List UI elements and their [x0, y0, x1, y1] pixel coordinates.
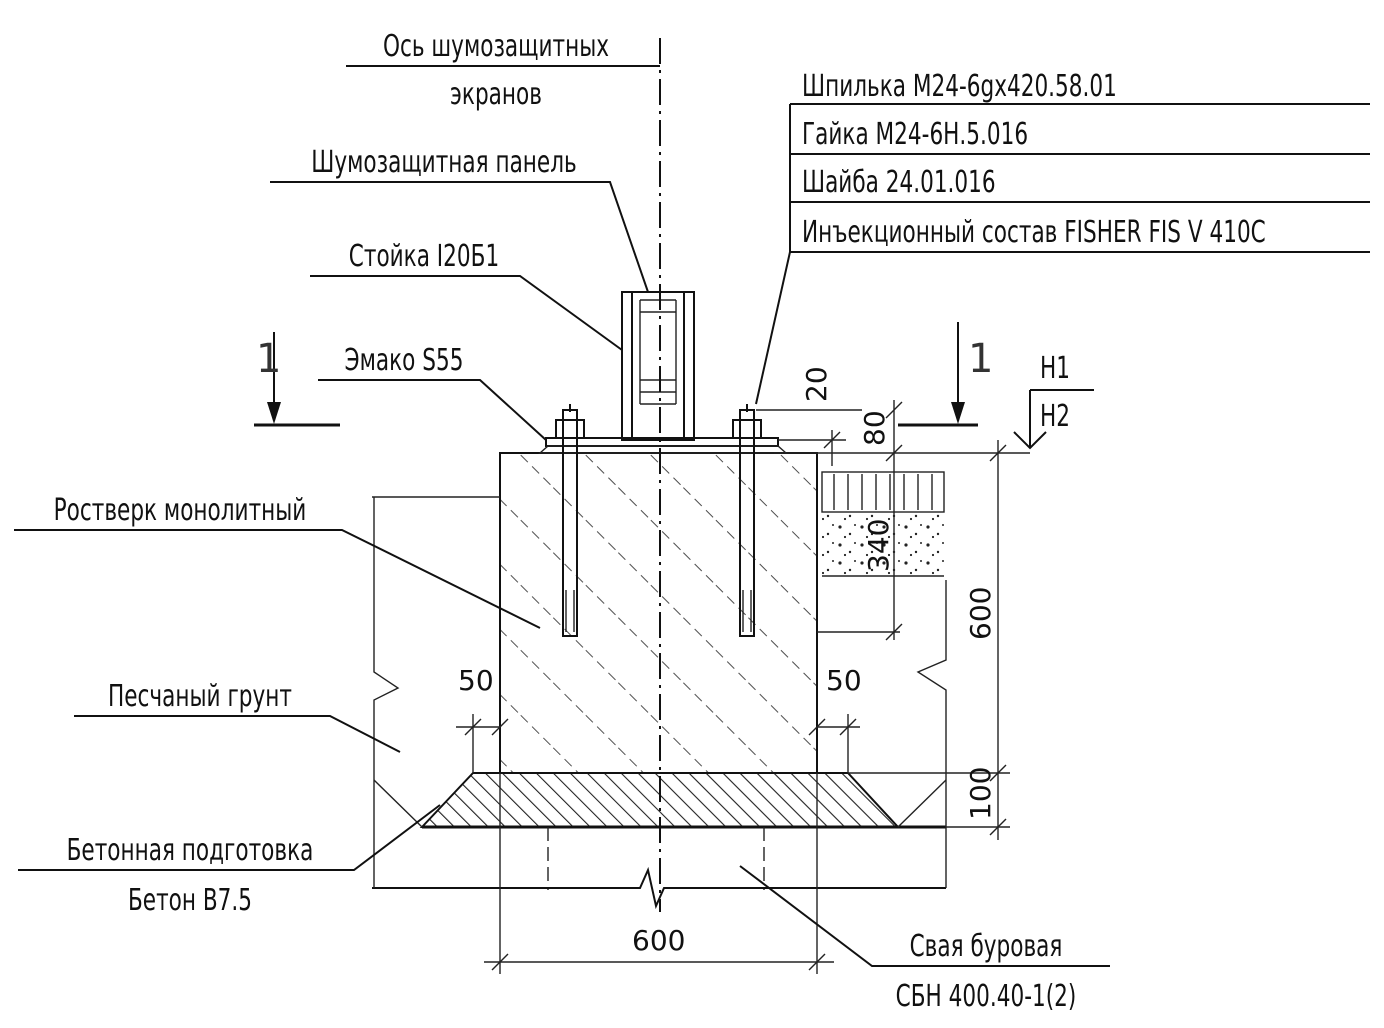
panel-label: Шумозащитная панель [270, 146, 649, 293]
level-mark: Н1 Н2 [774, 352, 1094, 454]
dim-grillage-width: 600 [484, 773, 834, 974]
anchor-stud-left [555, 404, 585, 637]
prep-label-line1: Бетонная подготовка [67, 834, 314, 868]
soil-label: Песчаный грунт [74, 680, 401, 753]
prep-label: Бетонная подготовка Бетон В7.5 [18, 804, 441, 918]
anchor-kit-table: Шпилька М24-6gх420.58.01 Гайка М24-6Н.5.… [755, 70, 1370, 405]
panel-label-text: Шумозащитная панель [311, 146, 576, 180]
emaco-label-text: Эмако S55 [345, 344, 464, 378]
base-plate [538, 437, 788, 454]
anchor-kit-injection: Инъекционный состав FISHER FIS V 410C [802, 216, 1266, 250]
dim-grillage-height-text: 600 [964, 587, 997, 640]
soil-label-text: Песчаный грунт [108, 680, 292, 714]
section-mark-right-text: 1 [968, 336, 993, 382]
dim-offset-right-text: 50 [826, 664, 862, 697]
section-mark-right: 1 [898, 322, 993, 427]
axis-label: Ось шумозащитных экранов [346, 30, 660, 112]
steel-post [621, 291, 695, 441]
dim-top-offset-text: 80 [858, 410, 891, 446]
axis-label-line2: экранов [450, 78, 542, 112]
anchor-kit-washer: Шайба 24.01.016 [802, 166, 996, 200]
dim-top-offset: 80 [778, 400, 903, 640]
emaco-label: Эмако S55 [318, 344, 547, 441]
dim-offset-right: 50 [808, 664, 862, 773]
level-h2-text: Н2 [1040, 400, 1070, 434]
dim-offset-left-text: 50 [458, 664, 494, 697]
section-mark-left: 1 [254, 332, 340, 427]
dim-stud-projection-text: 20 [800, 366, 833, 402]
section-mark-left-text: 1 [256, 336, 281, 382]
dim-offset-left: 50 [456, 664, 509, 773]
anchor-kit-stud: Шпилька М24-6gх420.58.01 [802, 70, 1117, 104]
dim-embed-depth-text: 340 [862, 519, 895, 572]
pile-label-line2: СБН 400.40-1(2) [896, 980, 1077, 1014]
grillage-label: Ростверк монолитный [14, 494, 541, 629]
pile-label: Свая буровая СБН 400.40-1(2) [739, 865, 1110, 1014]
prep-label-line2: Бетон В7.5 [128, 884, 252, 918]
grillage-label-text: Ростверк монолитный [54, 494, 307, 528]
pavement-layers [817, 471, 945, 633]
anchor-kit-nut: Гайка М24-6Н.5.016 [802, 118, 1028, 152]
level-h1-text: Н1 [1040, 352, 1070, 386]
pile [372, 827, 946, 910]
dim-stud-projection: 20 [756, 366, 862, 411]
dim-embed-depth: 340 [862, 519, 903, 641]
dim-grillage-width-text: 600 [632, 924, 685, 957]
post-label-text: Стойка I20Б1 [349, 240, 499, 274]
dim-grillage-height: 600 100 [848, 440, 1010, 840]
dim-prep-thickness-text: 100 [964, 767, 997, 820]
post-label: Стойка I20Б1 [310, 240, 623, 351]
axis-label-line1: Ось шумозащитных [383, 30, 609, 64]
pile-label-line1: Свая буровая [910, 930, 1063, 964]
grillage-body [499, 452, 818, 774]
sand-soil-boundary [372, 496, 947, 888]
anchor-stud-right [732, 404, 762, 637]
